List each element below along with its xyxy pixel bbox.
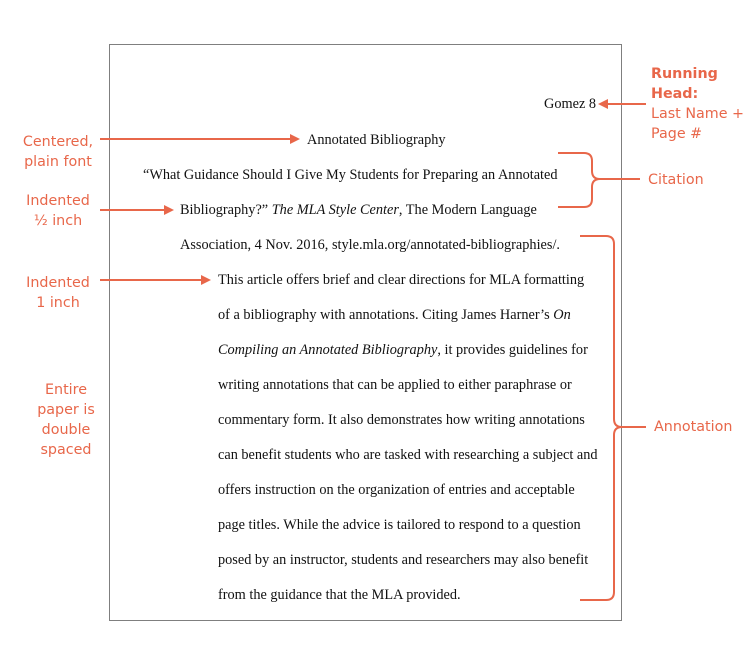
note-double-spaced: Entire paper is double spaced	[28, 380, 104, 460]
note-running-head: Running Head: Last Name + Page #	[651, 64, 744, 144]
citation-line-2: Bibliography?” The MLA Style Center, The…	[180, 201, 537, 219]
note-indent-one: Indented 1 inch	[20, 273, 96, 313]
annotation-line-10: from the guidance that the MLA provided.	[218, 587, 461, 603]
note-double-spaced-line-2: paper is	[37, 402, 95, 418]
note-indent-one-line-2: 1 inch	[36, 295, 80, 311]
annotation-line-2-pre: of a bibliography with annotations. Citi…	[218, 307, 554, 323]
annotation-line-9: posed by an instructor, students and res…	[218, 552, 589, 568]
annotation-line-6: can benefit students who are tasked with…	[218, 447, 598, 463]
note-indent-half-line-2: ½ inch	[33, 213, 83, 229]
annotation-line-2: of a bibliography with annotations. Citi…	[218, 306, 571, 324]
paper-page	[109, 44, 622, 621]
annotation-line-4: writing annotations that can be applied …	[218, 377, 572, 393]
running-head: Gomez 8	[544, 96, 597, 112]
note-running-head-sub-1: Last Name +	[651, 106, 745, 122]
citation-line-3: Association, 4 Nov. 2016, style.mla.org/…	[180, 237, 560, 253]
citation-container-title: The MLA Style Center	[271, 202, 399, 218]
annotation-line-7: offers instruction on the organization o…	[218, 482, 575, 498]
citation-line-2-pre: Bibliography?”	[180, 202, 272, 218]
note-double-spaced-line-1: Entire	[44, 382, 88, 398]
citation-line-2-post: , The Modern Language	[398, 202, 537, 218]
annotation-line-5: commentary form. It also demonstrates ho…	[218, 412, 585, 428]
note-indent-half: Indented ½ inch	[20, 191, 96, 231]
bracket-citation	[558, 152, 640, 208]
note-centered-line-2: plain font	[24, 154, 92, 170]
note-citation: Citation	[648, 172, 704, 188]
page-title: Annotated Bibliography	[307, 132, 446, 148]
note-double-spaced-line-3: double	[41, 422, 91, 438]
note-annotation: Annotation	[654, 419, 733, 435]
note-running-head-title-1: Running	[651, 66, 718, 82]
note-centered-line-1: Centered,	[22, 134, 94, 150]
note-running-head-sub-2: Page #	[651, 126, 703, 142]
note-centered: Centered, plain font	[20, 132, 96, 172]
annotation-line-3: Compiling an Annotated Bibliography, it …	[218, 341, 588, 359]
note-running-head-title-2: Head:	[651, 86, 699, 102]
bracket-annotation	[580, 235, 646, 601]
annotation-book-title: Compiling an Annotated Bibliography	[218, 342, 438, 358]
note-double-spaced-line-4: spaced	[40, 442, 92, 458]
note-indent-one-line-1: Indented	[26, 275, 90, 291]
annotation-line-2-italic: On	[553, 307, 571, 323]
annotation-line-8: page titles. While the advice is tailore…	[218, 517, 581, 533]
annotation-line-1: This article offers brief and clear dire…	[218, 272, 585, 288]
citation-line-1: “What Guidance Should I Give My Students…	[143, 167, 558, 183]
annotation-line-3-post: , it provides guidelines for	[437, 342, 588, 358]
note-indent-half-line-1: Indented	[26, 193, 90, 209]
